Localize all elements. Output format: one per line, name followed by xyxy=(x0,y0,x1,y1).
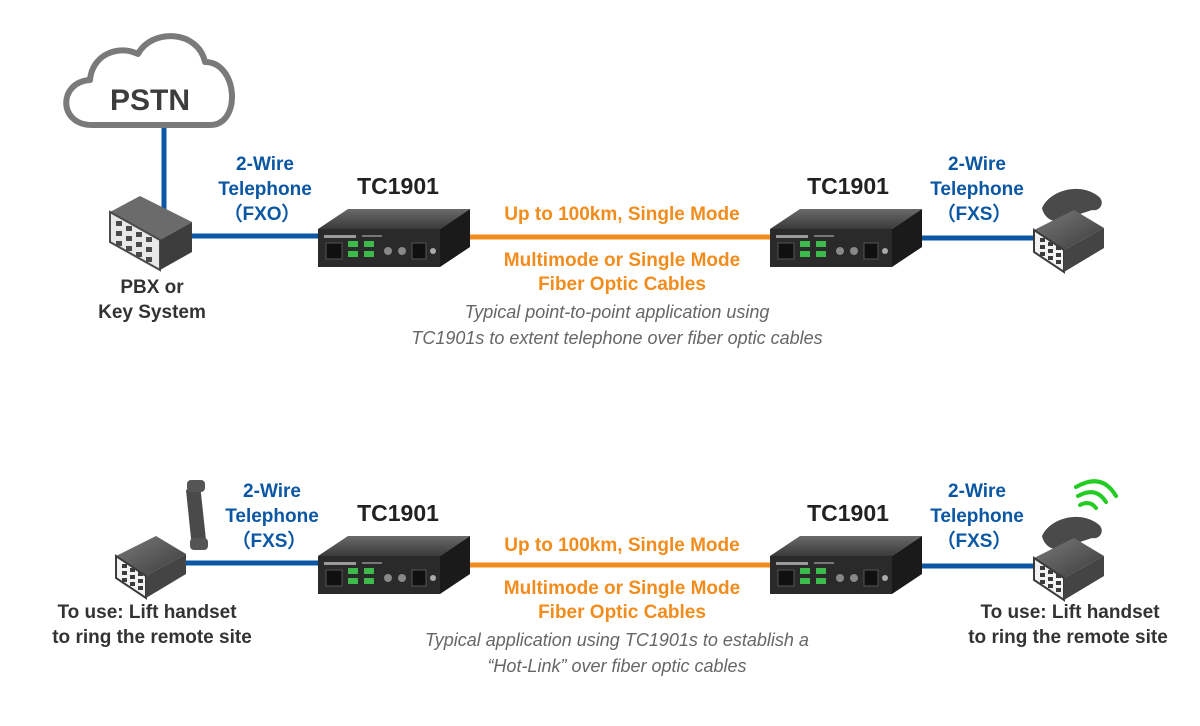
pbx-label-line1: PBX or xyxy=(120,277,184,298)
top-scenario: PSTN PBX or Key System 2-Wire Telephone … xyxy=(63,33,1105,348)
bottom-fiber-top-label: Up to 100km, Single Mode xyxy=(504,535,739,556)
bottom-caption-line2: “Hot-Link” over fiber optic cables xyxy=(487,656,746,676)
bottom-left-note-line2: to ring the remote site xyxy=(52,627,252,648)
phone-handset-lifted-icon xyxy=(115,480,208,599)
top-fiber-bottom-line1: Multimode or Single Mode xyxy=(504,250,740,271)
bottom-left-link-line3: （FXS） xyxy=(232,529,307,552)
top-fiber-top-label: Up to 100km, Single Mode xyxy=(504,204,739,225)
bottom-left-note-line1: To use: Lift handset xyxy=(57,602,237,623)
top-device-right-label: TC1901 xyxy=(807,173,889,199)
top-device-left-label: TC1901 xyxy=(357,173,439,199)
bottom-left-link-line1: 2-Wire xyxy=(243,481,301,502)
bottom-left-link-line2: Telephone xyxy=(225,506,319,527)
top-left-link-line1: 2-Wire xyxy=(236,154,294,175)
top-right-link-line2: Telephone xyxy=(930,179,1024,200)
bottom-scenario: 2-Wire Telephone （FXS） TC1901 TC1901 Up … xyxy=(52,479,1168,676)
bottom-fiber-bottom-line2: Fiber Optic Cables xyxy=(538,602,706,623)
converter-device-icon xyxy=(769,535,923,595)
cloud-label: PSTN xyxy=(110,84,190,117)
top-right-link-line1: 2-Wire xyxy=(948,154,1006,175)
bottom-right-note-line1: To use: Lift handset xyxy=(980,602,1160,623)
bottom-right-link-line1: 2-Wire xyxy=(948,481,1006,502)
top-right-link-line3: （FXS） xyxy=(937,202,1012,225)
top-left-link-line3: （FXO） xyxy=(223,202,300,225)
top-caption-line1: Typical point-to-point application using xyxy=(465,302,770,322)
pbx-label-line2: Key System xyxy=(98,302,206,323)
converter-device-icon xyxy=(769,208,923,268)
cloud-icon xyxy=(63,33,235,128)
bottom-right-link-line2: Telephone xyxy=(930,506,1024,527)
bottom-right-note-line2: to ring the remote site xyxy=(968,627,1168,648)
top-fiber-bottom-line2: Fiber Optic Cables xyxy=(538,274,706,295)
converter-device-icon xyxy=(317,535,471,595)
pbx-icon xyxy=(109,196,192,272)
ring-waves-icon xyxy=(1074,479,1118,510)
bottom-device-left-label: TC1901 xyxy=(357,500,439,526)
bottom-fiber-bottom-line1: Multimode or Single Mode xyxy=(504,578,740,599)
bottom-right-link-line3: （FXS） xyxy=(937,529,1012,552)
ringing-phone-icon xyxy=(1033,516,1105,601)
desk-phone-icon xyxy=(1033,188,1105,273)
top-caption-line2: TC1901s to extent telephone over fiber o… xyxy=(411,328,822,348)
top-left-link-line2: Telephone xyxy=(218,179,312,200)
bottom-device-right-label: TC1901 xyxy=(807,500,889,526)
converter-device-icon xyxy=(317,208,471,268)
bottom-caption-line1: Typical application using TC1901s to est… xyxy=(425,630,809,650)
